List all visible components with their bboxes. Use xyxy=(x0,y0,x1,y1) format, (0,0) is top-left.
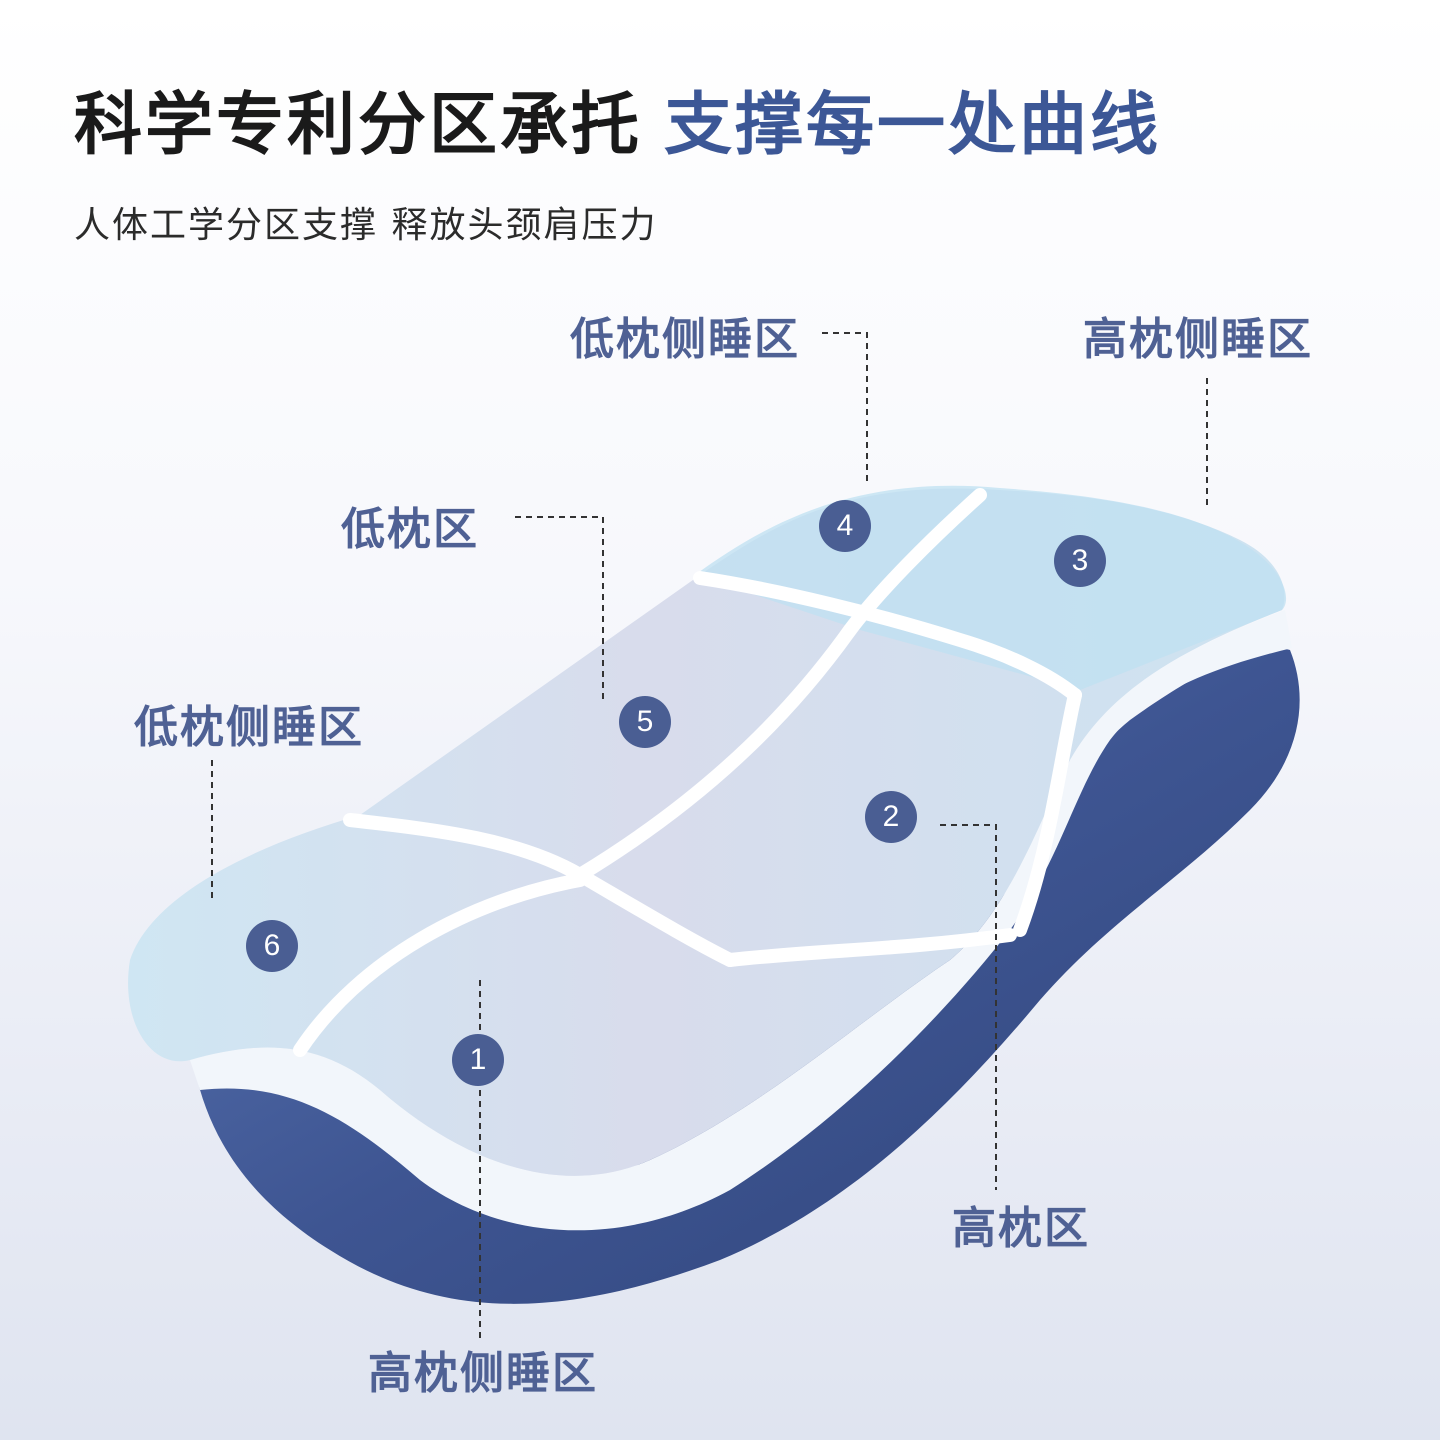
zone-badge-2: 2 xyxy=(865,791,917,843)
callout-low-zone: 低枕区 xyxy=(341,504,479,555)
callout-top-low-side: 低枕侧睡区 xyxy=(570,314,800,365)
zone-badge-3: 3 xyxy=(1054,535,1106,587)
leader-lines xyxy=(211,332,1208,1340)
zone-badge-1: 1 xyxy=(452,1034,504,1086)
callout-top-high-side: 高枕侧睡区 xyxy=(1083,314,1313,365)
subtitle: 人体工学分区支撑 释放头颈肩压力 xyxy=(74,205,658,246)
headline: 科学专利分区承托支撑每一处曲线 xyxy=(74,92,1161,160)
callout-bottom-high-side: 高枕侧睡区 xyxy=(368,1348,598,1399)
pillow-rim xyxy=(190,610,1292,1231)
zone-badge-5: 5 xyxy=(619,696,671,748)
callout-left-low-side: 低枕侧睡区 xyxy=(134,702,364,753)
zone-badge-6: 6 xyxy=(246,920,298,972)
callout-high-zone: 高枕区 xyxy=(952,1203,1090,1254)
zone-dividers xyxy=(293,488,1082,1057)
headline-main: 科学专利分区承托 xyxy=(74,86,643,165)
headline-accent: 支撑每一处曲线 xyxy=(664,86,1162,165)
zone-badge-4: 4 xyxy=(819,500,871,552)
